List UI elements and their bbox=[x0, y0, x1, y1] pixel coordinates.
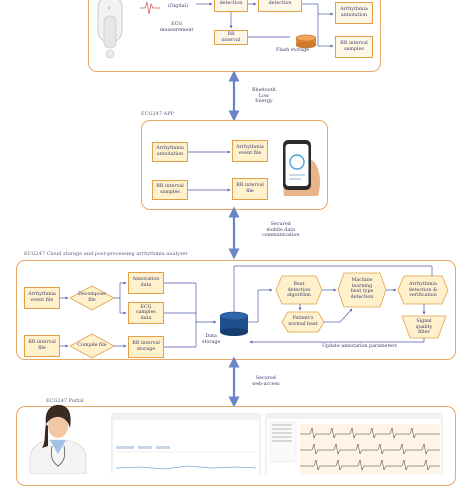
signal-quality-label: Signal quality filter bbox=[415, 319, 433, 336]
mobile-data-label: Secured mobile data communication bbox=[262, 222, 300, 239]
app-rr-interval-file-label: RR interval file bbox=[236, 183, 264, 194]
data-storage-label: Data storage bbox=[202, 334, 221, 345]
rr-interval-samples-label: RR interval samples bbox=[340, 41, 368, 52]
patients-normal-beat-label: Patient's normal beat bbox=[288, 316, 318, 327]
app-arrhythmia-annotation-label: Arrhythmia annotation bbox=[156, 146, 184, 157]
machine-learning-label: Machine learning beat type detection bbox=[350, 278, 374, 300]
arrhythmia-annotation-label: Arrhythmia annotation bbox=[340, 7, 368, 18]
flash-storage-label: Flash storage bbox=[276, 48, 310, 53]
annotation-data-label: Annotation data bbox=[132, 277, 160, 288]
detection-box-1: detection bbox=[214, 0, 248, 12]
compile-file-label: Compile file bbox=[77, 343, 107, 348]
annotation-data-box: Annotation data bbox=[128, 272, 164, 294]
app-rr-interval-file-box: RR interval file bbox=[232, 178, 268, 200]
portal-panel bbox=[16, 406, 456, 486]
decompose-file-label: Decompose file bbox=[78, 292, 107, 303]
portal-panel-title: ECG247 Portal bbox=[46, 398, 84, 404]
cloud-panel-title: ECG247 Cloud storage and post-processing… bbox=[24, 251, 188, 257]
ecg-samples-data-label: ECG samples data bbox=[136, 304, 156, 321]
detection-label-2: detection bbox=[268, 1, 292, 7]
rr-interval-storage-label: RR interval storage bbox=[132, 341, 160, 352]
cloud-rr-interval-file-box: RR interval file bbox=[24, 335, 60, 357]
app-rr-interval-samples-box: RR interval samples bbox=[152, 180, 188, 200]
bluetooth-label: Bluetooth Low Energy bbox=[252, 88, 276, 105]
app-rr-interval-samples-label: RR interval samples bbox=[156, 184, 184, 195]
update-params-label: Update annotation parameters bbox=[322, 344, 398, 349]
app-arrhythmia-annotation-box: Arrhythmia annotation bbox=[152, 142, 188, 162]
arrhythmia-detection-label: Arrhythmia detection & verification bbox=[408, 282, 438, 299]
rr-interval-label: RR interval bbox=[221, 31, 241, 43]
detection-box-2: detection bbox=[258, 0, 302, 12]
arrhythmia-annotation-box: Arrhythmia annotation bbox=[335, 2, 373, 24]
cloud-arrhythmia-event-file-box: Arrhythmia event file bbox=[24, 287, 60, 309]
cloud-arrhythmia-event-file-label: Arrhythmia event file bbox=[28, 292, 56, 303]
detection-label-1: detection bbox=[219, 1, 243, 7]
web-access-label: Secured web-access bbox=[252, 376, 280, 387]
app-arrhythmia-event-file-label: Arrhythmia event file bbox=[236, 145, 264, 156]
cloud-rr-interval-file-label: RR interval file bbox=[28, 340, 56, 351]
app-arrhythmia-event-file-box: Arrhythmia event file bbox=[232, 140, 268, 162]
rr-interval-samples-box: RR interval samples bbox=[335, 36, 373, 58]
digital-label: (Digital) bbox=[168, 4, 189, 9]
beat-detection-label: Beat detection algorithm bbox=[287, 282, 311, 299]
ecg-samples-data-box: ECG samples data bbox=[128, 302, 164, 324]
rr-interval-storage-box: RR interval storage bbox=[128, 336, 164, 358]
app-panel-title: ECG247 APP bbox=[141, 111, 174, 117]
ecg-measurement-label: ECG measurement bbox=[160, 22, 194, 33]
rr-interval-box: RR interval bbox=[214, 30, 248, 45]
